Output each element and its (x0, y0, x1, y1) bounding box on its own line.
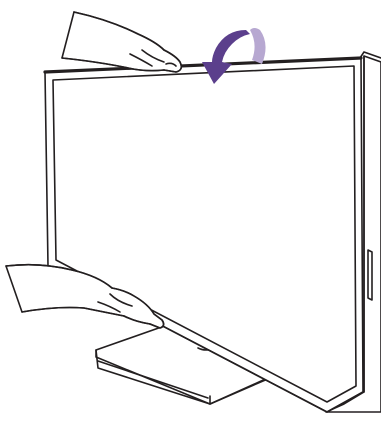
hand-top (62, 12, 181, 72)
curved-arrow-up-icon (250, 28, 266, 64)
